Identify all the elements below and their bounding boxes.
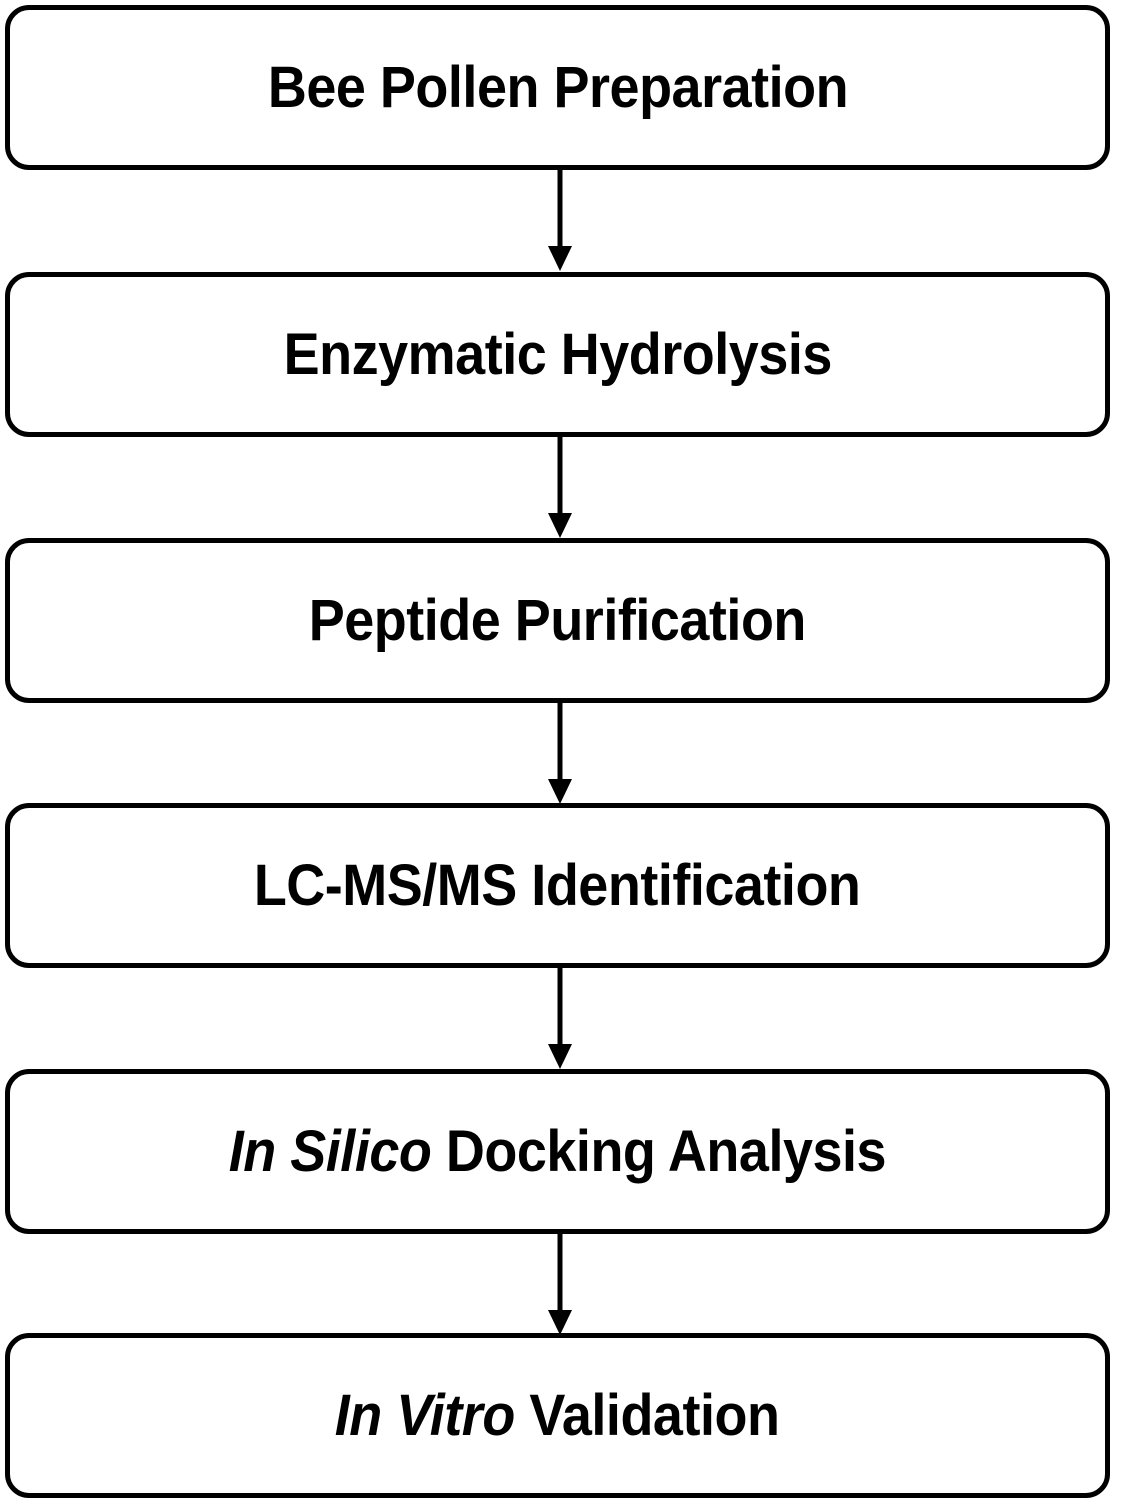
flow-node-enzymatic-hydrolysis[interactable]: Enzymatic Hydrolysis (5, 272, 1110, 437)
flow-node-in-silico-docking-analysis[interactable]: In Silico Docking Analysis (5, 1069, 1110, 1234)
flow-node-bee-pollen-preparation[interactable]: Bee Pollen Preparation (5, 5, 1110, 170)
flow-arrow-5 (0, 1234, 1124, 1335)
flow-node-lc-ms-ms-identification[interactable]: LC-MS/MS Identification (5, 803, 1110, 968)
flow-node-label: LC-MS/MS Identification (254, 852, 861, 918)
flow-node-label: In Vitro Validation (335, 1386, 780, 1445)
flow-node-in-vitro-validation[interactable]: In Vitro Validation (5, 1333, 1110, 1498)
flow-node-label: Bee Pollen Preparation (267, 54, 848, 120)
flow-node-label-plain: Docking Analysis (431, 1118, 887, 1184)
flow-node-label: In Silico Docking Analysis (229, 1122, 887, 1181)
flow-node-label-italic: In Silico (228, 1118, 432, 1184)
flow-node-label: Peptide Purification (308, 587, 807, 653)
flow-arrow-2 (0, 437, 1124, 538)
flow-arrow-1 (0, 170, 1124, 271)
flow-arrow-3 (0, 703, 1124, 804)
flow-node-peptide-purification[interactable]: Peptide Purification (5, 538, 1110, 703)
flow-node-label: Enzymatic Hydrolysis (283, 321, 832, 387)
flow-node-label-italic: In Vitro (335, 1382, 516, 1448)
flow-node-label-plain: Validation (515, 1382, 781, 1448)
flow-arrow-4 (0, 968, 1124, 1069)
